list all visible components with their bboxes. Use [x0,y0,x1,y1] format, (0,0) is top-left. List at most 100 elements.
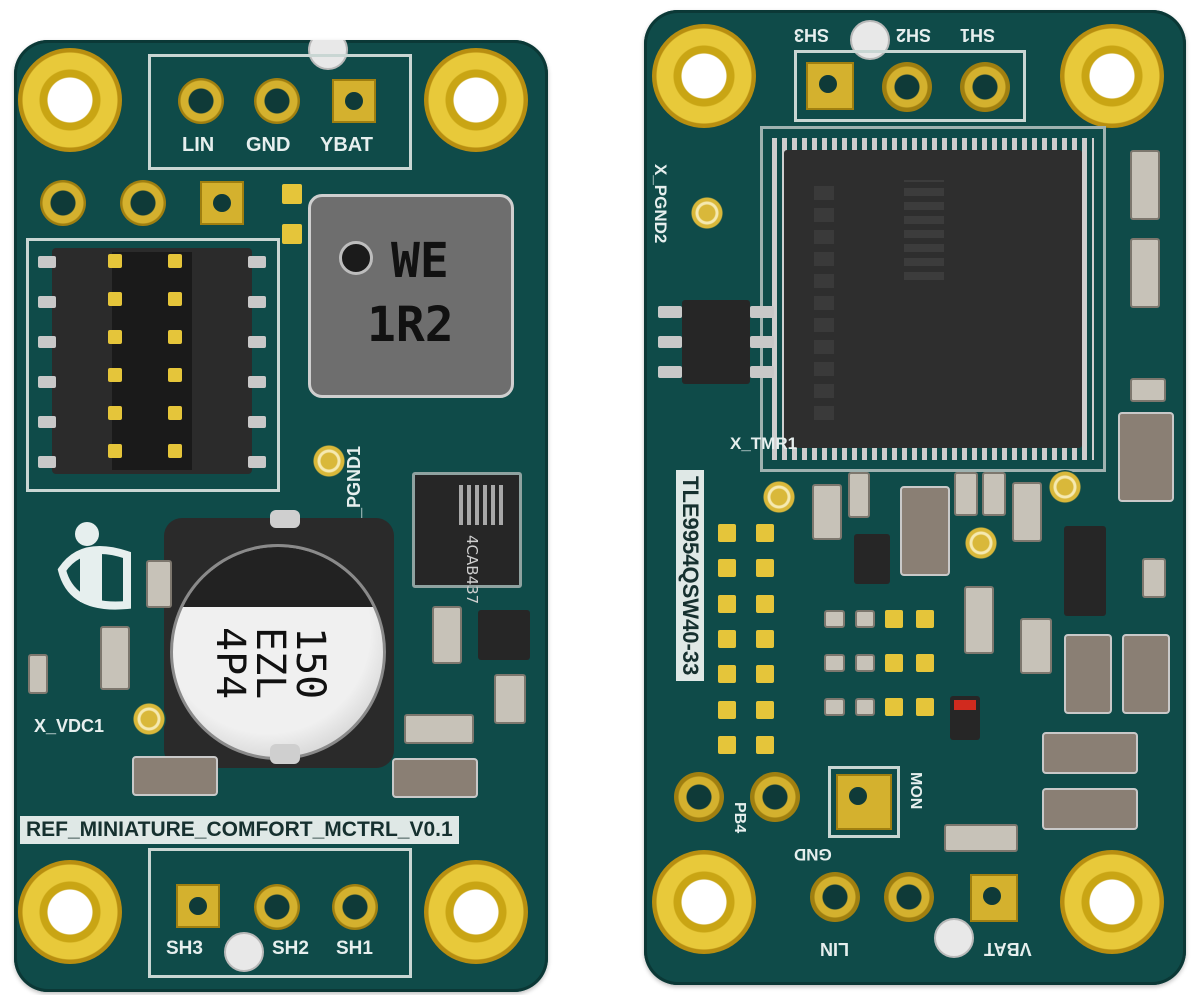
label-ybat: YBAT [320,134,373,156]
capacitor-marking-1: 150 [287,627,333,700]
capacitor-marking-2: EZL [247,627,293,700]
label-mon: MON [907,772,924,810]
board-notch-bottom [934,918,974,958]
sot-leads [658,306,682,378]
via-tmr1 [762,480,796,514]
board-name-label: REF_MINIATURE_COMFORT_MCTRL_V0.1 [20,816,459,844]
smd-component [146,560,172,608]
ceramic-capacitor [132,756,218,796]
pad-sh3 [806,62,854,110]
power-inductor: WE 1R2 [308,194,514,398]
pad-gnd [254,78,300,124]
label-sh2: SH2 [272,938,309,959]
label-vbat: VBAT [984,939,1032,959]
pad-pb4-b [750,772,800,822]
smd-component [1130,378,1166,402]
ceramic-capacitor [392,758,478,798]
label-sh1: SH1 [960,25,996,45]
pad-mon [836,774,892,830]
pad-row2-2 [120,180,166,226]
pcb-board-back: SH3 SH2 SH1 X_PGND2 X_TMR1 TLE9954QSW40-… [644,10,1186,985]
ceramic-capacitor [1118,412,1174,502]
pad-sh3 [176,884,220,928]
smd-component [1020,618,1052,674]
smd-component [404,714,474,744]
ic-marking: 4CAB437 [463,535,481,605]
electrolytic-capacitor: 150 EZL 4P4 [170,544,386,760]
via-vdc1 [132,702,166,736]
ceramic-capacitor [1122,634,1170,714]
mcu-outline [760,126,1106,472]
pad-gnd [884,872,934,922]
transistor [478,610,530,660]
label-gnd: GND [246,134,291,156]
smd-component [100,626,130,690]
smd-component [1142,558,1166,598]
connector-leads-right [248,256,266,468]
label-lin: LIN [820,939,849,959]
label-sh3: SH3 [166,938,203,959]
connector-outline [26,238,280,492]
transistor [854,534,890,584]
pin-header-connector [52,248,252,474]
smd-component [964,586,994,654]
smd-component [1130,238,1160,308]
infineon-logo-icon [32,510,142,610]
label-tmr1: X_TMR1 [730,434,798,453]
mounting-hole-bottom-left [652,850,756,954]
pad-sh1 [332,884,378,930]
pad-sh2 [882,62,932,112]
pad-sh1 [960,62,1010,112]
ceramic-capacitor [1042,732,1138,774]
capacitor-marking-3: 4P4 [207,627,253,700]
label-vdc1: X_VDC1 [34,716,105,736]
bottom-header-outline [148,848,412,978]
mcu-chip [784,150,1082,448]
inductor-marking-1: WE [391,233,449,289]
pad-row2-1 [40,180,86,226]
capacitor-terminal [270,744,300,764]
pad-grid [824,610,936,730]
via-pgnd1 [312,444,346,478]
inductor-marking-2: 1R2 [367,297,454,353]
smd-component [494,674,526,724]
smd-component [1012,482,1042,542]
smd-component [982,472,1006,516]
ceramic-capacitor [1042,788,1138,830]
pad-lin [810,872,860,922]
transistor [1064,526,1106,616]
mounting-hole-bottom-left [18,860,122,964]
chip-name-label: TLE9954QSW40-33 [676,470,704,682]
mounting-hole-bottom-right [1060,850,1164,954]
smd-component [954,472,978,516]
sot-leads [750,306,774,378]
sot-package [682,300,750,384]
label-pb4: PB4 [731,802,748,834]
test-pad [282,224,302,244]
label-pgnd2: X_PGND2 [651,164,670,244]
label-sh1: SH1 [336,938,373,959]
smd-component [944,824,1018,852]
mounting-hole-top-right [1060,24,1164,128]
pad-column [756,524,776,754]
via [964,526,998,560]
test-pad [282,184,302,204]
mon-pad-outline [828,766,900,838]
mounting-hole-top-right [424,48,528,152]
ceramic-capacitor [900,486,950,576]
top-header-outline [794,50,1026,122]
smd-component [1130,150,1160,220]
pad-lin [178,78,224,124]
pad-sh2 [254,884,300,930]
mounting-hole-top-left [652,24,756,128]
board-notch-top [850,20,890,60]
smd-component [812,484,842,540]
label-sh2: SH2 [896,25,932,45]
header-outline [148,54,412,170]
pad-ybat [332,79,376,123]
pad-vbat [970,874,1018,922]
via [1048,470,1082,504]
diode [950,696,980,740]
pcb-board-front: LIN GND YBAT WE 1R2 X_PGND1 4CAB437 [14,40,548,992]
label-lin: LIN [182,134,215,156]
